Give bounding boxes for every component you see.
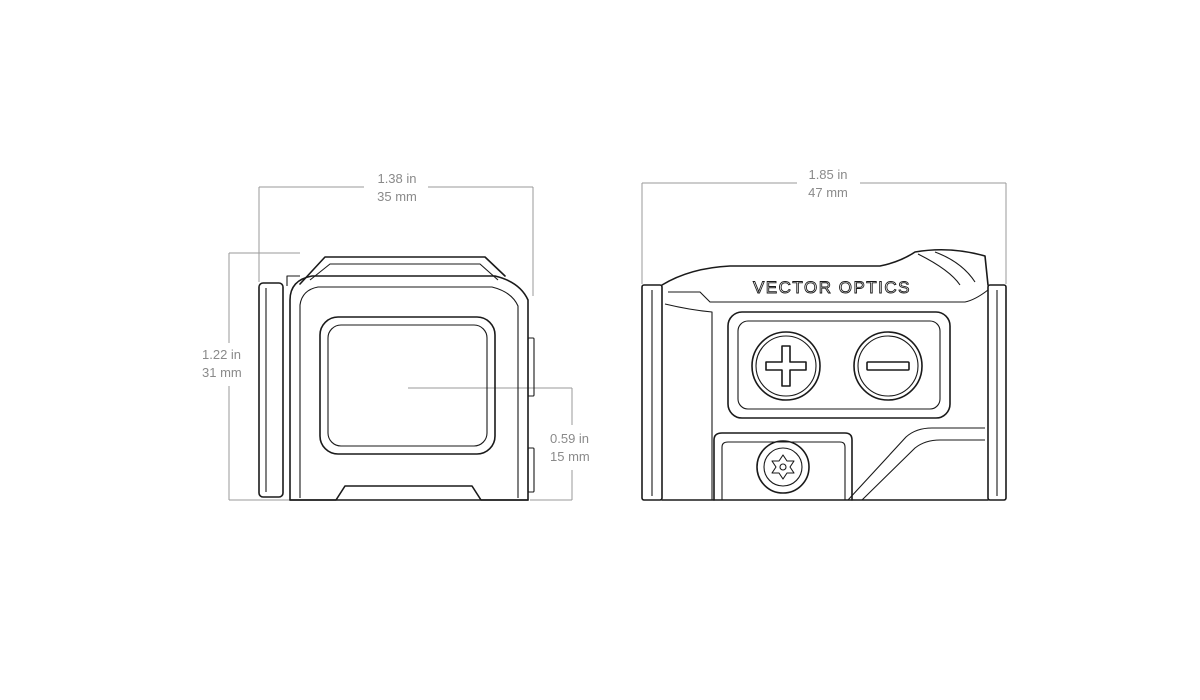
front-width-mm: 35 mm <box>377 189 417 204</box>
minus-icon <box>866 361 910 371</box>
side-body-outline: VECTOR OPTICS <box>641 248 1007 501</box>
side-length-mm: 47 mm <box>808 185 848 200</box>
front-width-dimension: 1.38 in 35 mm <box>258 171 534 296</box>
brightness-down-button[interactable] <box>853 331 923 401</box>
front-axis-height-mm: 15 mm <box>550 449 590 464</box>
mount-screw[interactable] <box>756 440 810 494</box>
brightness-up-button[interactable] <box>751 331 821 401</box>
plus-icon <box>765 345 807 387</box>
side-view: 1.85 in 47 mm VECTOR OPTICS <box>641 167 1007 501</box>
front-axis-height-dimension: 0.59 in 15 mm <box>408 387 590 501</box>
torx-icon <box>771 454 795 480</box>
front-body-outline <box>258 256 535 501</box>
side-length-dimension: 1.85 in 47 mm <box>641 167 1007 284</box>
front-view: 1.38 in 35 mm 1.22 in 31 mm 0.59 in 15 m… <box>202 171 590 501</box>
front-width-in: 1.38 in <box>377 171 416 186</box>
front-height-in: 1.22 in <box>202 347 241 362</box>
side-length-in: 1.85 in <box>808 167 847 182</box>
brand-logo: VECTOR OPTICS <box>753 278 911 297</box>
front-axis-height-in: 0.59 in <box>550 431 589 446</box>
front-height-dimension: 1.22 in 31 mm <box>202 252 300 501</box>
front-height-mm: 31 mm <box>202 365 242 380</box>
